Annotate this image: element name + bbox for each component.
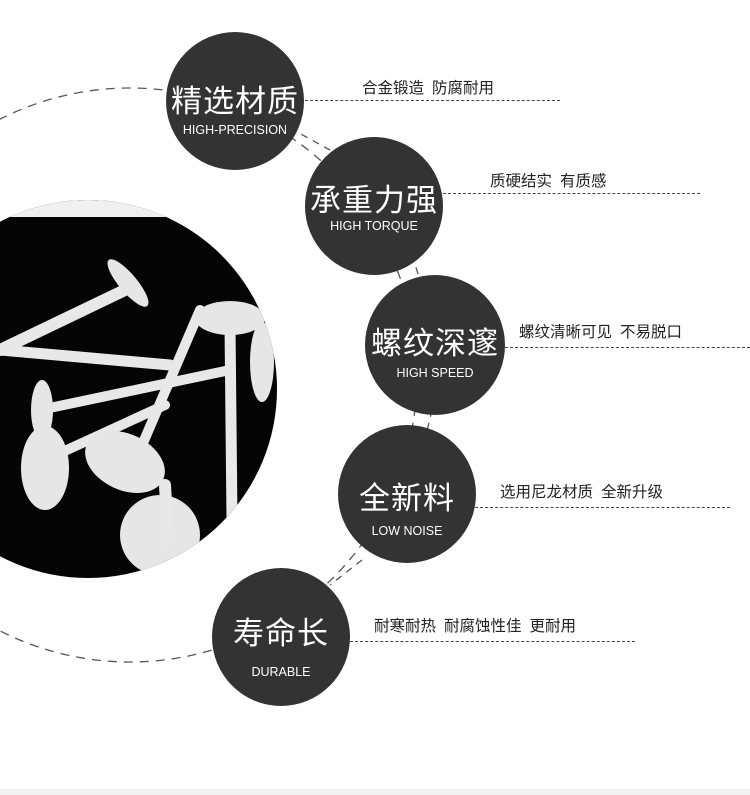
connector-lines: [289, 127, 433, 586]
feature-subtitle: HIGH-PRECISION: [182, 123, 288, 137]
feature-subtitle: LOW NOISE: [371, 524, 443, 538]
footer-band: [0, 789, 750, 795]
feature-title: 精选材质: [171, 84, 299, 120]
feature-desc: 合金锻造防腐耐用: [362, 79, 495, 97]
feature-title: 寿命长: [233, 616, 329, 652]
feature-circle-thread: 螺纹深邃 HIGH SPEED: [365, 275, 505, 415]
feature-desc: 选用尼龙材质全新升级: [500, 483, 664, 501]
feature-circle-torque: 承重力强 HIGH TORQUE: [305, 137, 443, 275]
divider-line: [475, 507, 730, 508]
feature-desc: 质硬结实有质感: [490, 172, 607, 190]
feature-circle-new-material: 全新料 LOW NOISE: [338, 425, 476, 563]
feature-circle-material: 精选材质 HIGH-PRECISION: [166, 32, 304, 170]
divider-line: [350, 641, 635, 642]
feature-desc: 耐寒耐热耐腐蚀性佳更耐用: [374, 617, 577, 635]
divider-line: [443, 193, 700, 194]
feature-desc: 螺纹清晰可见不易脱口: [519, 323, 683, 341]
product-photo: [0, 200, 277, 578]
divider-line: [300, 100, 560, 101]
feature-subtitle: HIGH TORQUE: [330, 219, 418, 233]
feature-subtitle: HIGH SPEED: [396, 366, 474, 380]
feature-circle-durable: 寿命长 DURABLE: [212, 568, 350, 706]
feature-title: 全新料: [359, 481, 455, 517]
feature-title: 承重力强: [310, 183, 438, 219]
feature-title: 螺纹深邃: [371, 326, 499, 362]
feature-subtitle: DURABLE: [251, 665, 311, 679]
anchor-pins-illustration: [0, 259, 274, 575]
divider-line: [505, 347, 750, 348]
